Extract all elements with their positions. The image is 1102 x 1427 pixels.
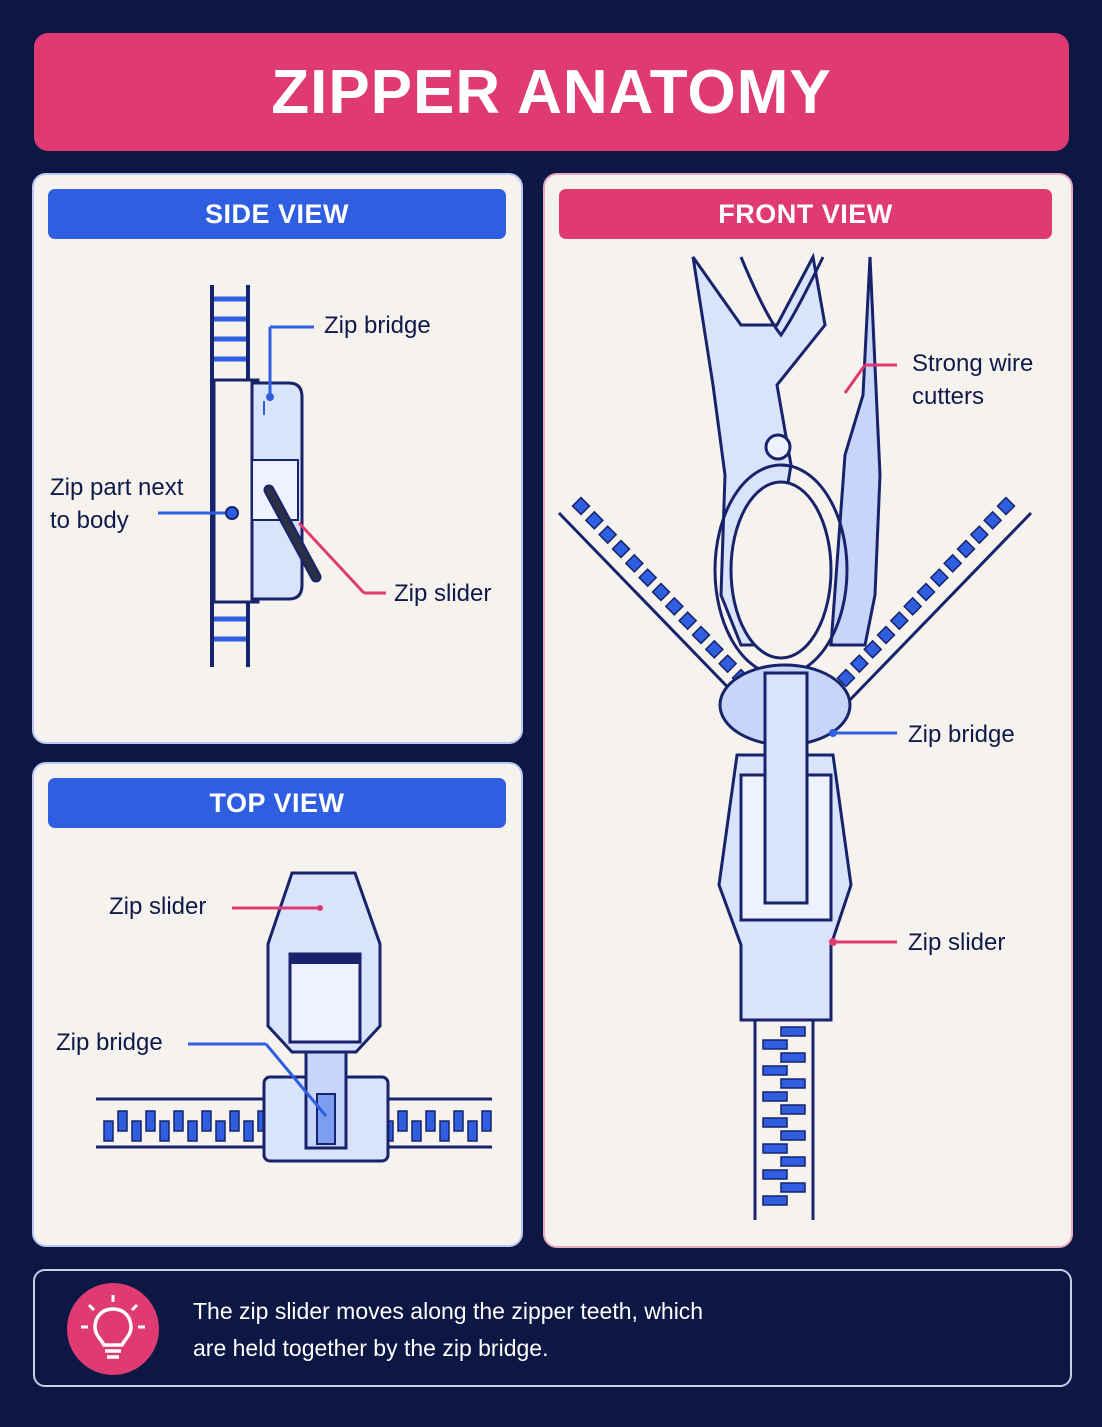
side-view-header: SIDE VIEW xyxy=(48,189,506,239)
zipper-tooth xyxy=(996,496,1016,516)
zipper-tooth xyxy=(691,625,711,645)
zipper-tooth xyxy=(453,1110,464,1132)
zipper-tooth xyxy=(215,1120,226,1142)
zipper-tooth xyxy=(187,1120,198,1142)
zipper-tooth xyxy=(481,1110,492,1132)
side-view-panel: SIDE VIEW Zip bridge Zip part next to bo… xyxy=(32,173,523,744)
top-view-header: TOP VIEW xyxy=(48,778,506,828)
zipper-tooth xyxy=(624,553,644,573)
zipper-tooth xyxy=(762,1039,788,1050)
front-view-illustration xyxy=(557,252,1033,1220)
lightbulb-icon xyxy=(67,1283,159,1375)
zipper-tooth xyxy=(762,1065,788,1076)
title-banner: ZIPPER ANATOMY xyxy=(34,33,1069,151)
zipper-tooth xyxy=(411,1120,422,1142)
zipper-tooth xyxy=(571,496,591,516)
side-view-zip-slider-label: Zip slider xyxy=(394,580,492,607)
zipper-tooth xyxy=(780,1130,806,1141)
zipper-tooth xyxy=(638,568,658,588)
zipper-tooth xyxy=(103,1120,114,1142)
zipper-tooth xyxy=(131,1120,142,1142)
zipper-tooth xyxy=(863,639,883,659)
zipper-tooth xyxy=(916,582,936,602)
front-view-header: FRONT VIEW xyxy=(559,189,1052,239)
zipper-tooth xyxy=(467,1120,478,1142)
zipper-tooth xyxy=(229,1110,240,1132)
zipper-tooth xyxy=(397,1110,408,1132)
zipper-tooth xyxy=(584,510,604,530)
top-view-zip-slider-label: Zip slider xyxy=(109,893,207,920)
top-view-illustration xyxy=(96,871,492,1163)
side-view-zip-bridge-label: Zip bridge xyxy=(324,312,431,339)
front-view-panel: FRONT VIEW Strong wire cutters Zip bridg xyxy=(543,173,1073,1248)
zipper-tooth xyxy=(780,1156,806,1167)
zipper-tooth xyxy=(762,1091,788,1102)
page-title: ZIPPER ANATOMY xyxy=(271,57,832,127)
zipper-tooth xyxy=(598,525,618,545)
zipper-tooth xyxy=(117,1110,128,1132)
zipper-tooth xyxy=(943,553,963,573)
zipper-tooth xyxy=(836,668,856,688)
zipper-tooth xyxy=(651,582,671,602)
front-view-zip-bridge-label: Zip bridge xyxy=(908,721,1015,748)
zipper-tooth xyxy=(969,525,989,545)
side-view-zip-part-label: Zip part next to body xyxy=(50,474,184,534)
zipper-tooth xyxy=(611,539,631,559)
zipper-tooth xyxy=(762,1117,788,1128)
zipper-tooth xyxy=(243,1120,254,1142)
zipper-tooth xyxy=(889,611,909,631)
zipper-tooth xyxy=(762,1169,788,1180)
zipper-tooth xyxy=(780,1052,806,1063)
front-view-wire-cutters-label: Strong wire cutters xyxy=(912,350,1034,410)
zipper-tooth xyxy=(159,1120,170,1142)
zipper-tooth xyxy=(983,510,1003,530)
zipper-tooth xyxy=(718,654,738,674)
zipper-tooth xyxy=(678,611,698,631)
zipper-tooth xyxy=(425,1110,436,1132)
zipper-tooth xyxy=(664,596,684,616)
zipper-tooth xyxy=(929,568,949,588)
zipper-tooth xyxy=(780,1026,806,1037)
tip-box: The zip slider moves along the zipper te… xyxy=(33,1269,1072,1387)
zipper-tooth xyxy=(704,639,724,659)
top-view-zip-bridge-label: Zip bridge xyxy=(56,1029,163,1056)
zipper-tooth xyxy=(762,1195,788,1206)
zipper-tooth xyxy=(173,1110,184,1132)
zipper-tooth xyxy=(780,1182,806,1193)
zipper-tooth xyxy=(903,596,923,616)
zipper-tooth xyxy=(145,1110,156,1132)
tip-text: The zip slider moves along the zipper te… xyxy=(193,1298,704,1361)
zipper-tooth xyxy=(849,654,869,674)
zipper-tooth xyxy=(762,1143,788,1154)
zipper-tooth xyxy=(780,1104,806,1115)
zipper-tooth xyxy=(956,539,976,559)
zipper-tooth xyxy=(201,1110,212,1132)
top-view-panel: TOP VIEW Zip slider Zip bridge xyxy=(32,762,523,1247)
zipper-tooth xyxy=(439,1120,450,1142)
zipper-tooth xyxy=(780,1078,806,1089)
front-view-zip-slider-label: Zip slider xyxy=(908,929,1006,956)
side-view-illustration xyxy=(158,285,386,667)
zipper-tooth xyxy=(876,625,896,645)
